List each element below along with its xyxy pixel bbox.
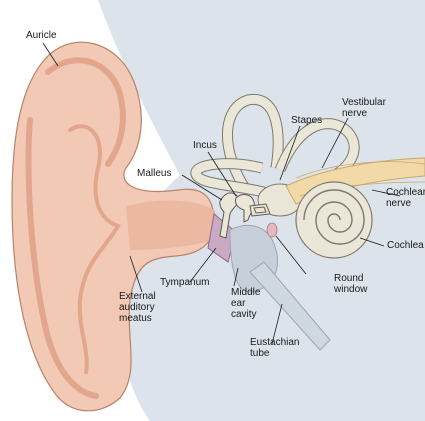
cochlea-shape [296, 182, 372, 258]
label-auricle: Auricle [26, 30, 57, 41]
label-incus: Incus [193, 140, 217, 151]
label-cochlear-nerve: Cochlear nerve [386, 187, 425, 209]
label-vestibular-nerve: Vestibular nerve [342, 97, 386, 119]
label-round-window: Round window [334, 273, 367, 295]
label-cochlea: Cochlea [387, 240, 424, 251]
round-window-shape [267, 223, 277, 237]
label-middle-ear-cavity: Middle ear cavity [231, 287, 260, 320]
label-malleus: Malleus [137, 168, 171, 179]
label-external-auditory-meatus: External auditory meatus [119, 291, 156, 324]
label-tympanum: Tympanum [160, 277, 209, 288]
label-stapes: Stapes [291, 115, 322, 126]
label-eustachian-tube: Eustachian tube [250, 337, 299, 359]
stapes-bone [250, 204, 270, 216]
